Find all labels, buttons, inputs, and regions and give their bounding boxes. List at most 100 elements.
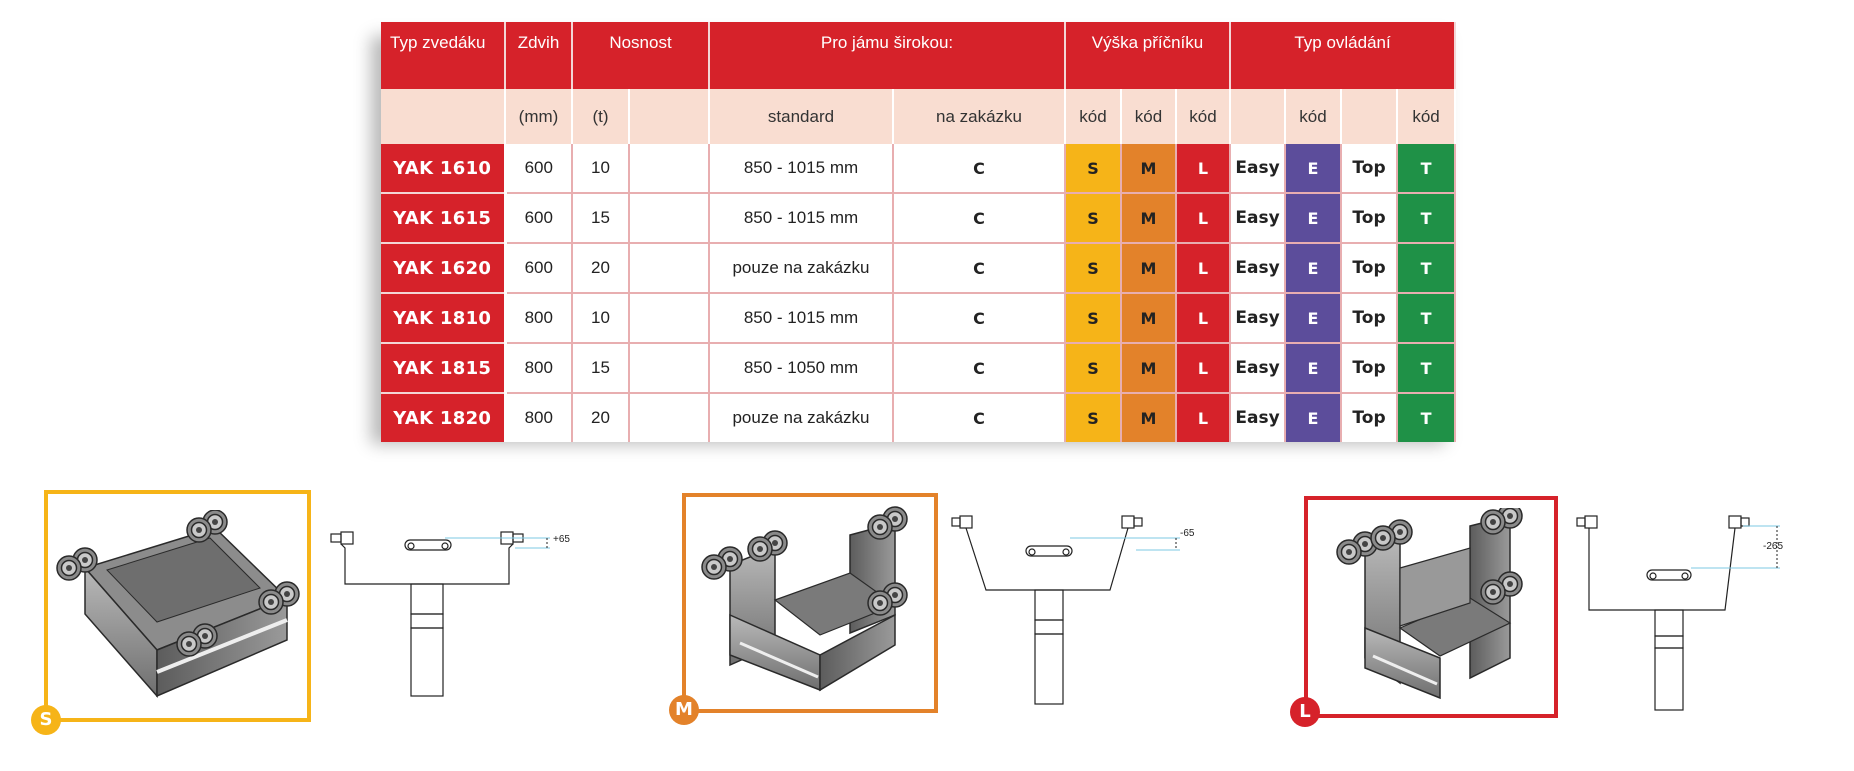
easy-label-cell: Easy xyxy=(1230,193,1287,244)
code-s-cell: S xyxy=(1065,193,1122,244)
subheader-code: kód xyxy=(1397,89,1457,144)
model-cell: YAK 1610 xyxy=(381,144,507,194)
code-m-cell: M xyxy=(1121,144,1177,194)
capacity-cell: 20 xyxy=(572,243,630,294)
standard-cell: pouze na zakázku xyxy=(709,243,894,294)
subheader-empty xyxy=(381,89,506,144)
header-capacity: Nosnost xyxy=(572,22,710,89)
table-row: YAK 1820 800 20 pouze na zakázku C S M L… xyxy=(381,393,1457,442)
standard-cell: 850 - 1015 mm xyxy=(709,144,894,194)
code-e-cell: E xyxy=(1285,243,1343,294)
model-cell: YAK 1615 xyxy=(381,193,507,244)
subheader-custom: na zakázku xyxy=(893,89,1066,144)
stroke-cell: 600 xyxy=(505,193,573,244)
stroke-cell: 800 xyxy=(505,343,573,394)
code-l-cell: L xyxy=(1176,343,1232,394)
easy-label-cell: Easy xyxy=(1230,343,1287,394)
variant-s-dimension: +65 xyxy=(553,534,570,545)
top-label-cell: Top xyxy=(1341,293,1399,344)
capacity-cell: 15 xyxy=(572,193,630,244)
code-t-cell: T xyxy=(1397,193,1457,244)
stroke-cell: 800 xyxy=(505,393,573,442)
code-t-cell: T xyxy=(1397,144,1457,194)
easy-label-cell: Easy xyxy=(1230,144,1287,194)
top-label-cell: Top xyxy=(1341,193,1399,244)
table-row: YAK 1615 600 15 850 - 1015 mm C S M L Ea… xyxy=(381,193,1457,244)
stroke-cell: 600 xyxy=(505,144,573,194)
code-e-cell: E xyxy=(1285,293,1343,344)
capacity-cell: 15 xyxy=(572,343,630,394)
subheader-stroke-unit: (mm) xyxy=(505,89,573,144)
crossbar-l-drawing-icon xyxy=(1576,515,1780,711)
custom-code-cell: C xyxy=(893,393,1066,442)
header-crossbar-height: Výška příčníku xyxy=(1065,22,1232,89)
code-m-cell: M xyxy=(1121,193,1177,244)
code-t-cell: T xyxy=(1397,393,1457,442)
subheader-code: kód xyxy=(1285,89,1343,144)
header-pit-width: Pro jámu širokou: xyxy=(709,22,1066,89)
variant-l-dimension: -265 xyxy=(1763,541,1784,552)
subheader-empty xyxy=(629,89,710,144)
capacity-cell: 10 xyxy=(572,144,630,194)
empty-cell xyxy=(629,293,710,344)
standard-cell: 850 - 1015 mm xyxy=(709,193,894,244)
code-s-cell: S xyxy=(1065,343,1122,394)
table-row: YAK 1620 600 20 pouze na zakázku C S M L… xyxy=(381,243,1457,294)
code-t-cell: T xyxy=(1397,343,1457,394)
code-m-cell: M xyxy=(1121,243,1177,294)
code-m-cell: M xyxy=(1121,293,1177,344)
subheader-capacity-unit: (t) xyxy=(572,89,630,144)
model-cell: YAK 1815 xyxy=(381,343,507,394)
header-stroke: Zdvih xyxy=(505,22,573,89)
code-m-cell: M xyxy=(1121,343,1177,394)
crossbar-s-3d-icon xyxy=(56,510,300,698)
easy-label-cell: Easy xyxy=(1230,293,1287,344)
table-subheader-row: (mm) (t) standard na zakázku kód kód kód… xyxy=(381,89,1457,144)
code-l-cell: L xyxy=(1176,243,1232,294)
capacity-cell: 10 xyxy=(572,293,630,344)
stroke-cell: 600 xyxy=(505,243,573,294)
variant-m-badge: M xyxy=(669,695,699,725)
code-l-cell: L xyxy=(1176,293,1232,344)
standard-cell: pouze na zakázku xyxy=(709,393,894,442)
standard-cell: 850 - 1015 mm xyxy=(709,293,894,344)
top-label-cell: Top xyxy=(1341,144,1399,194)
variant-m-dimension: -65 xyxy=(1180,528,1195,539)
model-cell: YAK 1620 xyxy=(381,243,507,294)
custom-code-cell: C xyxy=(893,193,1066,244)
variant-s-badge: S xyxy=(31,705,61,735)
subheader-empty xyxy=(1230,89,1287,144)
header-control-type: Typ ovládání xyxy=(1230,22,1457,89)
custom-code-cell: C xyxy=(893,343,1066,394)
empty-cell xyxy=(629,144,710,194)
easy-label-cell: Easy xyxy=(1230,393,1287,442)
code-e-cell: E xyxy=(1285,393,1343,442)
code-e-cell: E xyxy=(1285,343,1343,394)
easy-label-cell: Easy xyxy=(1230,243,1287,294)
variant-m-frame xyxy=(682,493,938,713)
code-t-cell: T xyxy=(1397,243,1457,294)
top-label-cell: Top xyxy=(1341,243,1399,294)
empty-cell xyxy=(629,193,710,244)
variant-l-badge: L xyxy=(1290,697,1320,727)
code-m-cell: M xyxy=(1121,393,1177,442)
custom-code-cell: C xyxy=(893,144,1066,194)
crossbar-s-drawing-icon xyxy=(330,531,550,697)
top-label-cell: Top xyxy=(1341,343,1399,394)
crossbar-m-drawing-icon xyxy=(951,515,1180,705)
spec-table-container: Typ zvedáku Zdvih Nosnost Pro jámu širok… xyxy=(381,22,1457,442)
subheader-code: kód xyxy=(1121,89,1177,144)
table-row: YAK 1610 600 10 850 - 1015 mm C S M L Ea… xyxy=(381,144,1457,194)
table-row: YAK 1810 800 10 850 - 1015 mm C S M L Ea… xyxy=(381,293,1457,344)
code-l-cell: L xyxy=(1176,144,1232,194)
model-cell: YAK 1820 xyxy=(381,393,507,442)
spec-table: Typ zvedáku Zdvih Nosnost Pro jámu širok… xyxy=(381,22,1457,442)
capacity-cell: 20 xyxy=(572,393,630,442)
code-e-cell: E xyxy=(1285,144,1343,194)
table-header-row: Typ zvedáku Zdvih Nosnost Pro jámu širok… xyxy=(381,22,1457,89)
custom-code-cell: C xyxy=(893,293,1066,344)
empty-cell xyxy=(629,343,710,394)
code-e-cell: E xyxy=(1285,193,1343,244)
empty-cell xyxy=(629,393,710,442)
code-l-cell: L xyxy=(1176,193,1232,244)
